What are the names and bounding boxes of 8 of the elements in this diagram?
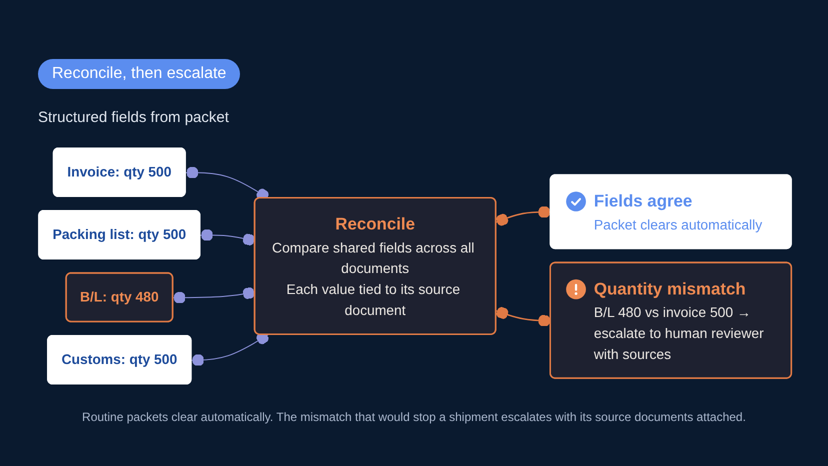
section-heading: Structured fields from packet	[38, 109, 229, 126]
connector	[496, 307, 551, 327]
connector	[172, 287, 256, 304]
caption: Routine packets clear automatically. The mismatch that would stop a shipment escalates with its source documents attached.	[82, 410, 746, 424]
connector	[200, 229, 256, 246]
connector	[191, 332, 269, 366]
title: Reconcile, then escalate	[38, 59, 240, 89]
connector	[496, 206, 551, 226]
